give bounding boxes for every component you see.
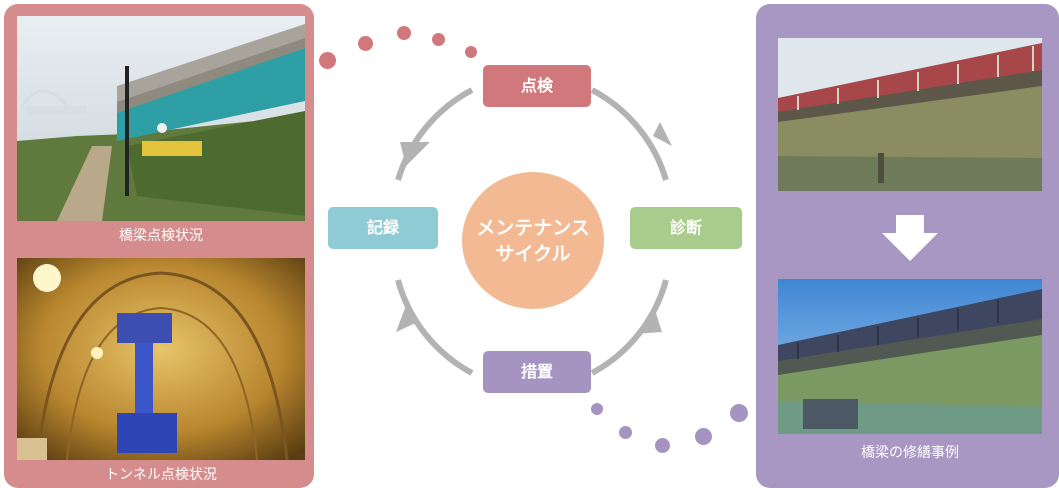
- connector-dot: [591, 403, 603, 415]
- maintenance-cycle-center: メンテナンス サイクル: [462, 172, 604, 309]
- connector-dot: [397, 26, 411, 40]
- step-diagnosis: 診断: [630, 207, 742, 249]
- cycle-arrows: [370, 70, 694, 394]
- cycle-arrow-head-icon: [653, 122, 672, 146]
- cycle-arrow-head-icon: [396, 300, 418, 332]
- down-arrow-icon: [882, 215, 938, 261]
- connector-dot: [319, 52, 336, 69]
- connector-dot: [695, 428, 712, 445]
- bridge-repair-caption: 橋梁の修繕事例: [861, 445, 959, 461]
- bridge-before-repair-photo: [778, 38, 1042, 191]
- connector-dot: [465, 46, 477, 58]
- bridge-inspection-photo: [17, 16, 305, 221]
- connector-dot: [432, 33, 445, 46]
- cycle-arrow-head-icon: [635, 310, 662, 334]
- connector-dot: [358, 36, 373, 51]
- connector-dot: [730, 404, 748, 422]
- bridge-inspection-caption: 橋梁点検状況: [119, 228, 203, 244]
- step-record: 記録: [328, 207, 438, 249]
- connector-dot: [655, 438, 670, 453]
- center-title-line1: メンテナンス: [476, 216, 590, 239]
- cycle-arrow-head-icon: [400, 142, 430, 166]
- step-measures: 措置: [483, 351, 591, 393]
- tunnel-inspection-photo: [17, 258, 305, 460]
- bridge-after-repair-photo: [778, 279, 1042, 434]
- center-title-line2: サイクル: [495, 242, 571, 265]
- step-inspection: 点検: [483, 65, 591, 107]
- connector-dot: [619, 426, 632, 439]
- tunnel-inspection-caption: トンネル点検状況: [105, 467, 217, 483]
